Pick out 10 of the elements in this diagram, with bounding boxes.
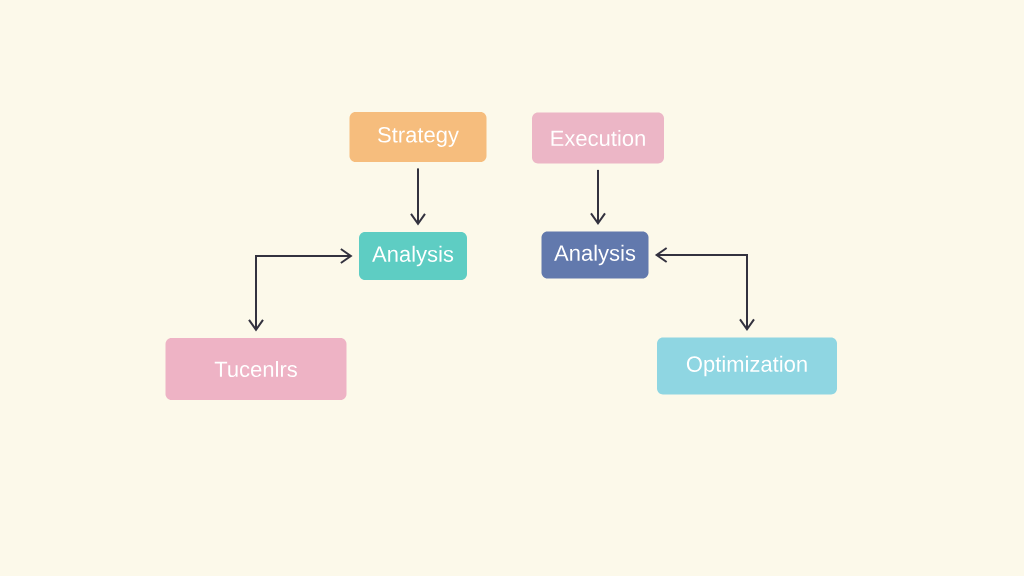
arrow [654, 247, 755, 332]
process-box: Analysis [359, 232, 467, 280]
arrow [410, 167, 426, 226]
process-box: Strategy [349, 112, 487, 162]
process-box: Execution [532, 112, 664, 164]
process-box: Analysis [541, 231, 649, 279]
arrow [590, 168, 606, 226]
process-box: Optimization [657, 337, 837, 395]
arrow [248, 248, 353, 332]
process-box: Tucenlrs [165, 338, 347, 400]
